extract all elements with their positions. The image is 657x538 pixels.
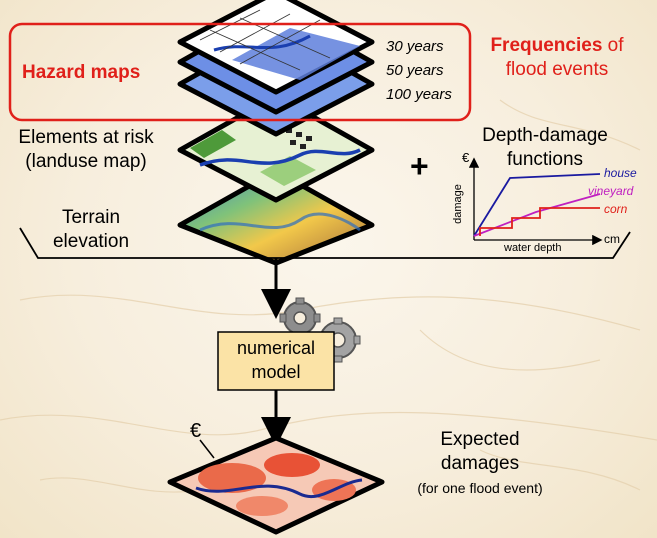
chart-currency: € [462,150,470,165]
elements-line1: Elements at risk [18,127,154,148]
ddf-line2: functions [506,149,584,170]
plus-sign: + [410,148,429,184]
damage-currency: € [190,420,202,442]
legend-vineyard: vineyard [588,184,634,198]
return-period-100: 100 years [386,86,452,103]
hazard-maps-title: Hazard maps [22,62,141,83]
return-period-30: 30 years [386,38,444,55]
terrain-elevation-label: Terrain elevation [36,206,146,254]
hazard-maps-frame [8,22,472,122]
input-bracket [19,227,631,259]
expected-damages-label: Expected damages (for one flood event) [390,428,570,500]
series-house [473,173,601,237]
legend-corn: corn [604,202,628,216]
model-box [217,331,335,391]
elements-line2: (landuse map) [25,151,147,172]
terrain-line2: elevation [52,231,130,252]
terrain-layer [177,168,375,266]
frequencies-label: Frequencies of flood events [472,34,642,82]
frequencies-line2: flood events [505,59,609,80]
frequencies-of: of [607,35,624,56]
return-period-50: 50 years [386,62,444,79]
model-line1: numerical [236,338,316,358]
model-line2: model [251,362,301,382]
chart-x-unit: cm [604,232,620,246]
ddf-line1: Depth-damage [482,125,608,146]
chart-x-label: water depth [504,242,562,254]
result-line1: Expected [440,429,520,450]
hazard-map-stack [177,0,375,137]
legend-house: house [604,166,637,180]
depth-damage-chart [468,157,603,246]
frequencies-bold: Frequencies [490,35,603,56]
series-vineyard [473,193,601,237]
result-line3: (for one flood event) [417,480,543,496]
model-label: numerical model [218,336,334,384]
result-line2: damages [440,453,520,474]
chart-y-label: damage [451,184,464,224]
elements-at-risk-label: Elements at risk (landuse map) [2,126,170,174]
terrain-line1: Terrain [61,207,121,228]
series-corn [479,207,600,236]
depth-damage-title: Depth-damage functions [470,124,620,172]
damage-map [167,435,385,535]
